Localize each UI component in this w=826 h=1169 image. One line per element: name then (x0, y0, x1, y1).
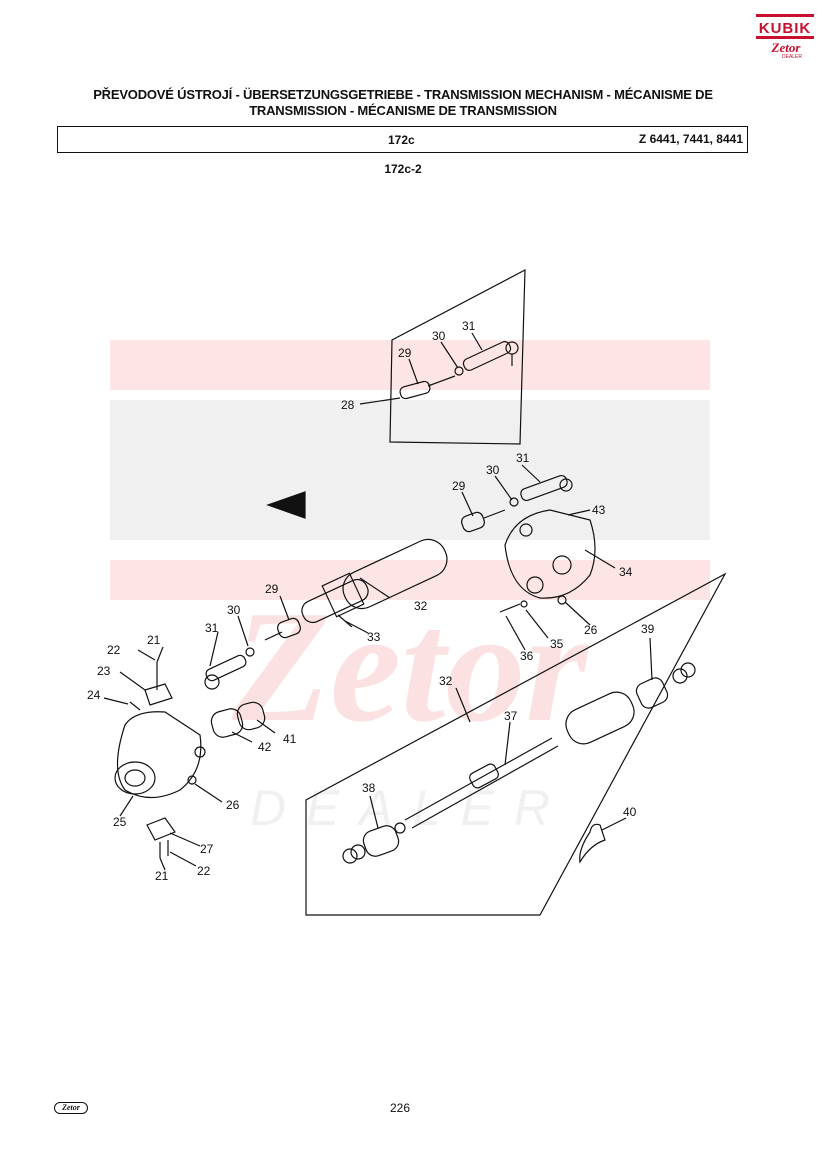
page-number: 226 (389, 1101, 411, 1115)
callout-26: 26 (584, 623, 598, 637)
callout-22: 22 (197, 864, 211, 878)
callout-21: 21 (147, 633, 161, 647)
callout-37: 37 (504, 709, 518, 723)
callout-30: 30 (227, 603, 241, 617)
callout-29: 29 (265, 582, 279, 596)
part-31-left (205, 654, 247, 682)
detail-inset-frame (389, 268, 526, 445)
callout-30: 30 (486, 463, 500, 477)
part-32-upper (342, 538, 448, 610)
logo-bar (756, 14, 814, 17)
part-40 (579, 823, 606, 864)
callout-29: 29 (398, 346, 412, 360)
callout-32: 32 (439, 674, 453, 688)
part-32-lower (565, 691, 635, 745)
part-41 (236, 701, 266, 731)
callout-31: 31 (205, 621, 219, 635)
callout-31: 31 (516, 451, 530, 465)
callout-30: 30 (432, 329, 446, 343)
part-29-right (461, 511, 485, 533)
part-37 (404, 737, 553, 821)
part-31-upper (462, 341, 512, 371)
callout-33: 33 (367, 630, 381, 644)
header-box: 172c Z 6441, 7441, 8441 (57, 126, 748, 153)
callout-25: 25 (113, 815, 127, 829)
part-39 (635, 677, 669, 709)
page-title: PŘEVODOVÉ ÚSTROJÍ - ÜBERSETZUNGSGETRIEBE… (93, 87, 713, 118)
part-34 (504, 509, 596, 599)
callout-39: 39 (641, 622, 655, 636)
model-list: Z 6441, 7441, 8441 (638, 132, 743, 146)
callout-41: 41 (283, 732, 297, 746)
callout-23: 23 (97, 664, 111, 678)
logo-sub: Zetor (771, 40, 801, 55)
part-31-right (520, 474, 568, 502)
callout-42: 42 (258, 740, 272, 754)
callout-26: 26 (226, 798, 240, 812)
callout-29: 29 (452, 479, 466, 493)
kubik-zetor-logo: KUBIK Zetor DEALER (756, 14, 814, 62)
callout-38: 38 (362, 781, 376, 795)
logo-bar (756, 36, 814, 39)
callout-31: 31 (462, 319, 476, 333)
callout-21: 21 (155, 869, 169, 883)
callout-40: 40 (623, 805, 637, 819)
callout-28: 28 (341, 398, 355, 412)
callout-36: 36 (520, 649, 534, 663)
callout-24: 24 (87, 688, 101, 702)
figure-code: 172c-2 (384, 162, 422, 176)
zetor-footer-logo: Zetor (54, 1102, 88, 1114)
callout-34: 34 (619, 565, 633, 579)
part-23 (144, 683, 173, 706)
part-38 (362, 825, 400, 857)
detail-frame-lower (305, 572, 727, 916)
group-code: 172c (388, 133, 415, 147)
part-29-left (277, 617, 301, 639)
logo-word: KUBIK (758, 20, 812, 37)
logo-dealer: DEALER (782, 54, 803, 60)
callout-35: 35 (550, 637, 564, 651)
direction-arrow (266, 491, 306, 519)
callout-27: 27 (200, 842, 214, 856)
part-25 (116, 711, 202, 799)
part-42 (210, 708, 244, 738)
callout-32: 32 (414, 599, 428, 613)
callout-22: 22 (107, 643, 121, 657)
part-27 (146, 817, 176, 841)
callout-43: 43 (592, 503, 606, 517)
part-28 (399, 380, 431, 400)
